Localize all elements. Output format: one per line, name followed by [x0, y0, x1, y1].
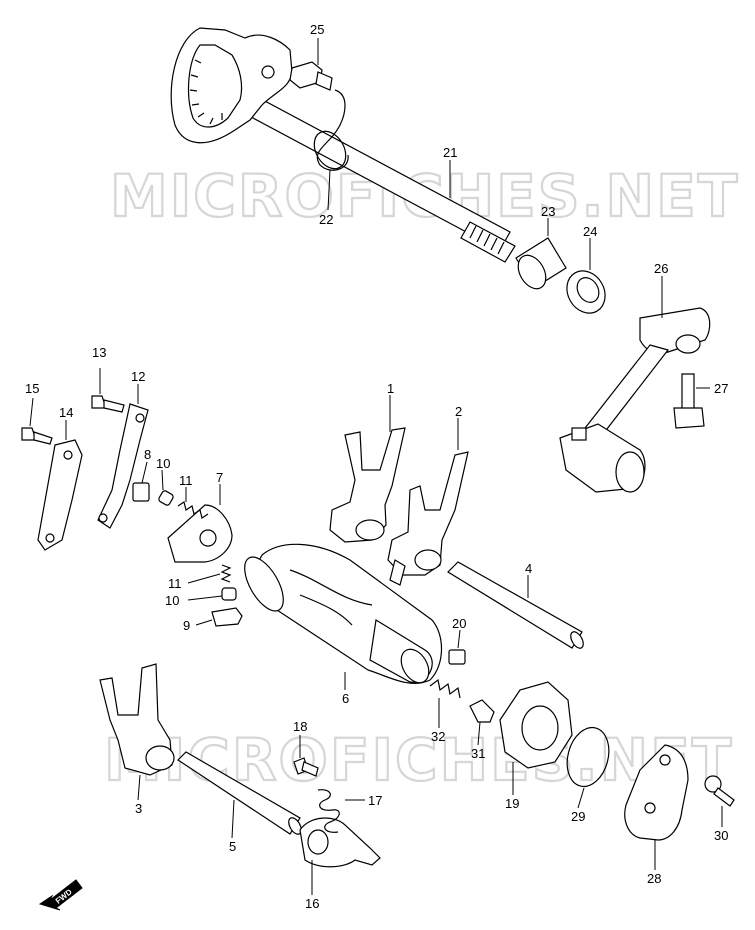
- part-9-cam-stopper[interactable]: [211, 607, 243, 627]
- callout-14: 14: [59, 405, 73, 420]
- part-24-oil-seal[interactable]: [559, 264, 612, 320]
- callout-12: 12: [131, 369, 145, 384]
- callout-28: 28: [647, 871, 661, 886]
- part-19-cam-plate[interactable]: [499, 681, 573, 769]
- callout-8: 8: [144, 447, 151, 462]
- callout-11-lower: 11: [168, 576, 182, 591]
- callout-17: 17: [368, 793, 382, 808]
- callout-22: 22: [319, 212, 333, 227]
- fwd-arrow-icon: FWD: [38, 879, 83, 911]
- part-20-pin[interactable]: [448, 649, 466, 665]
- callout-13: 13: [92, 345, 106, 360]
- callout-23: 23: [541, 204, 555, 219]
- callout-24: 24: [583, 224, 597, 239]
- part-31-contact[interactable]: [469, 699, 495, 723]
- callout-20: 20: [452, 616, 466, 631]
- callout-21: 21: [443, 145, 457, 160]
- callout-15: 15: [25, 381, 39, 396]
- part-26-gearshift-lever[interactable]: [559, 307, 711, 493]
- callout-numbers: 25 22 21 23 24 26 27 1 2 4 6 7 8 10 11 1…: [25, 22, 728, 911]
- part-18-bolt[interactable]: [293, 757, 319, 777]
- part-13-screw[interactable]: [91, 395, 125, 413]
- part-5-fork-shaft[interactable]: [177, 751, 304, 836]
- callout-31: 31: [471, 746, 485, 761]
- part-8-pin[interactable]: [132, 482, 150, 502]
- part-17-spring[interactable]: [317, 789, 340, 833]
- callout-26: 26: [654, 261, 668, 276]
- callout-4: 4: [525, 561, 532, 576]
- part-28-cover[interactable]: [624, 744, 689, 841]
- part-16-gearshift-arm[interactable]: [299, 817, 381, 868]
- part-7-cam-driven-gear[interactable]: [167, 504, 233, 563]
- part-3-shift-fork[interactable]: [99, 663, 175, 776]
- callout-30: 30: [714, 828, 728, 843]
- callout-29: 29: [571, 809, 585, 824]
- part-22-return-spring[interactable]: [308, 89, 352, 174]
- part-6-gearshift-cam[interactable]: [237, 543, 443, 687]
- part-30-screw[interactable]: [704, 775, 735, 807]
- callout-10-upper: 10: [156, 456, 170, 471]
- part-23-bushing[interactable]: [513, 237, 567, 294]
- part-32-spring[interactable]: [429, 678, 461, 699]
- part-2-shift-fork[interactable]: [387, 451, 469, 586]
- callout-16: 16: [305, 896, 319, 911]
- callout-9: 9: [183, 618, 190, 633]
- part-11-spring-lower[interactable]: [220, 564, 232, 583]
- part-29-o-ring[interactable]: [561, 723, 615, 791]
- leader-lines: [29, 38, 723, 895]
- callout-11-upper: 11: [179, 473, 193, 488]
- callout-25: 25: [310, 22, 324, 37]
- part-21-gearshift-shaft[interactable]: [170, 27, 516, 263]
- callout-2: 2: [455, 404, 462, 419]
- callout-7: 7: [216, 470, 223, 485]
- part-12-stopper-plate[interactable]: [97, 403, 149, 529]
- part-1-shift-fork[interactable]: [329, 427, 406, 543]
- callout-19: 19: [505, 796, 519, 811]
- callout-27: 27: [714, 381, 728, 396]
- part-27-bolt[interactable]: [673, 373, 705, 429]
- part-14-plate[interactable]: [37, 439, 83, 551]
- callout-1: 1: [387, 381, 394, 396]
- part-11-spring-upper[interactable]: [177, 501, 209, 519]
- callout-18: 18: [293, 719, 307, 734]
- part-10-pin-upper[interactable]: [158, 490, 174, 506]
- callout-32: 32: [431, 729, 445, 744]
- part-4-fork-shaft[interactable]: [447, 561, 586, 650]
- watermark-bottom: MICROFICHES.NET: [104, 726, 733, 794]
- part-25-bolt[interactable]: [289, 61, 333, 91]
- part-10-pin-lower[interactable]: [221, 587, 237, 601]
- callout-5: 5: [229, 839, 236, 854]
- part-15-screw[interactable]: [21, 427, 53, 445]
- callout-10-lower: 10: [165, 593, 179, 608]
- callout-3: 3: [135, 801, 142, 816]
- callout-6: 6: [342, 691, 349, 706]
